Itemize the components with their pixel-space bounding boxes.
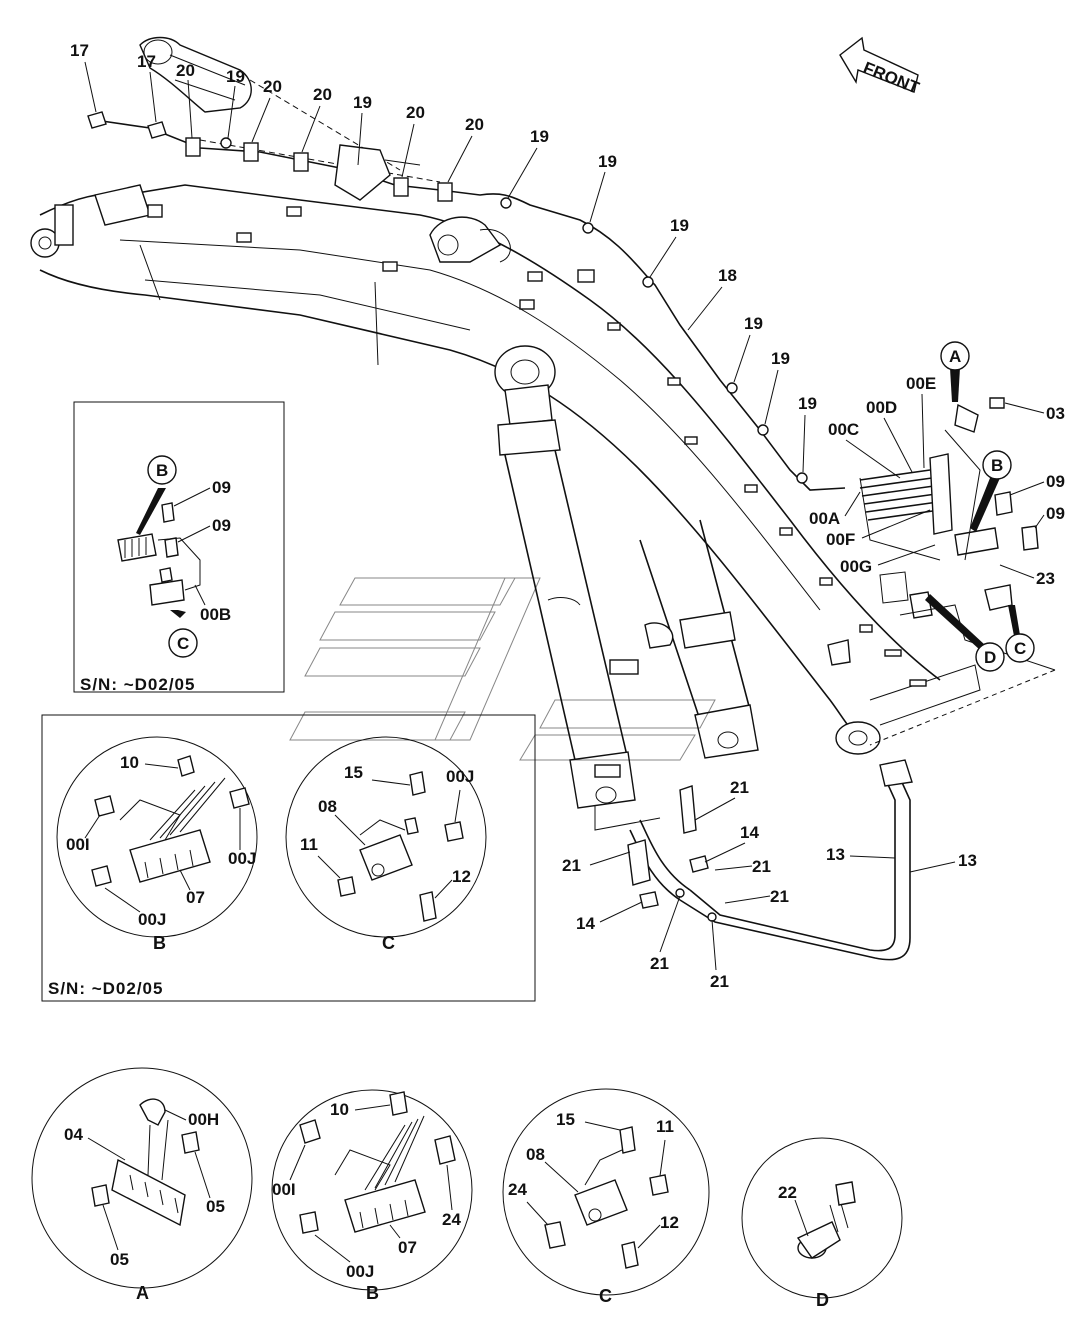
callout-19c: 19 (530, 127, 549, 146)
lower-hoses (594, 759, 913, 961)
insetB-label-07: 07 (186, 888, 205, 907)
insetC-label-08: 08 (318, 797, 337, 816)
callout-03: 03 (1046, 404, 1065, 423)
insetB-label-00i: 00I (66, 835, 90, 854)
callout-09b: 09 (1046, 504, 1065, 523)
detail-b: 10 00I 24 00J 07 B (271, 1089, 473, 1303)
detailB-label-10: 10 (330, 1100, 349, 1119)
detailD-label-22: 22 (778, 1183, 797, 1202)
inset1-serial: S/N: ~D02/05 (80, 675, 195, 694)
callout-21c: 21 (752, 857, 771, 876)
callout-20c: 20 (313, 85, 332, 104)
detailA-caption: A (136, 1283, 149, 1303)
watermark-logo (289, 577, 716, 761)
callout-21a: 21 (730, 778, 749, 797)
detail-c: 15 11 08 24 12 C (502, 1088, 710, 1306)
detailB-label-24: 24 (442, 1210, 461, 1229)
insetB-label-00j-right: 00J (228, 849, 256, 868)
callout-09a: 09 (1046, 472, 1065, 491)
insetC-caption: C (382, 933, 395, 953)
detailA-label-04: 04 (64, 1125, 83, 1144)
callout-00e: 00E (906, 374, 936, 393)
inset2-serial: S/N: ~D02/05 (48, 979, 163, 998)
detailB-label-07: 07 (398, 1238, 417, 1257)
detailA-label-00h: 00H (188, 1110, 219, 1129)
detailD-caption: D (816, 1290, 829, 1310)
callout-20d: 20 (406, 103, 425, 122)
callout-19g: 19 (771, 349, 790, 368)
manifold-assembly (859, 397, 1056, 746)
detail-a: 04 00H 05 05 A (31, 1067, 253, 1303)
inset1-letter-c: C (177, 634, 189, 653)
upper-pipe-run (87, 36, 846, 491)
inset-box-1: B C 09 09 00B S/N: ~D02/05 (73, 401, 285, 694)
callout-00c: 00C (828, 420, 859, 439)
callout-00f: 00F (826, 530, 855, 549)
callout-20a: 20 (176, 61, 195, 80)
insetC-label-11: 11 (300, 835, 318, 854)
inset-box-2: 10 00I 00J 07 00J B 15 00J 08 11 12 C S/… (41, 714, 536, 1002)
callout-19e: 19 (670, 216, 689, 235)
detailB-label-00j: 00J (346, 1262, 374, 1281)
callout-21f: 21 (710, 972, 729, 991)
callout-21d: 21 (770, 887, 789, 906)
detailC-caption: C (599, 1286, 612, 1306)
callout-13b: 13 (958, 851, 977, 870)
main-callouts: 17 17 20 19 20 20 19 20 20 19 19 19 18 1… (70, 41, 1065, 991)
insetC-label-00j: 00J (446, 767, 474, 786)
inset1-label-09b: 09 (212, 516, 231, 535)
callout-20b: 20 (263, 77, 282, 96)
callout-14a: 14 (740, 823, 759, 842)
callout-21b: 21 (562, 856, 581, 875)
inset1-label-09a: 09 (212, 478, 231, 497)
callout-19d: 19 (598, 152, 617, 171)
detailC-label-08: 08 (526, 1145, 545, 1164)
detailC-label-24: 24 (508, 1180, 527, 1199)
insetC-label-12: 12 (452, 867, 471, 886)
main-letter-markers: A B D C (925, 341, 1035, 672)
boom-cylinder (494, 345, 759, 809)
callout-19a: 19 (226, 67, 245, 86)
marker-b: B (991, 456, 1003, 475)
callout-19h: 19 (798, 394, 817, 413)
detailC-label-15: 15 (556, 1110, 575, 1129)
front-arrow: FRONT (839, 36, 922, 98)
insetB-label-10: 10 (120, 753, 139, 772)
detail-d: 22 D (741, 1137, 903, 1310)
detailB-caption: B (366, 1283, 379, 1303)
callout-23: 23 (1036, 569, 1055, 588)
insetB-caption: B (153, 933, 166, 953)
callout-19b: 19 (353, 93, 372, 112)
detailC-label-11: 11 (656, 1117, 674, 1136)
callout-00d: 00D (866, 398, 897, 417)
detailA-label-05-bottom: 05 (110, 1250, 129, 1269)
callout-21e: 21 (650, 954, 669, 973)
inset1-letter-b: B (156, 461, 168, 480)
marker-d: D (984, 648, 996, 667)
boom (30, 184, 981, 755)
callout-19f: 19 (744, 314, 763, 333)
callout-13a: 13 (826, 845, 845, 864)
detailC-label-12: 12 (660, 1213, 679, 1232)
insetB-label-00j-bottom: 00J (138, 910, 166, 929)
insetC-label-15: 15 (344, 763, 363, 782)
callout-14b: 14 (576, 914, 595, 933)
inset1-label-00b: 00B (200, 605, 231, 624)
marker-c: C (1014, 639, 1026, 658)
callout-20e: 20 (465, 115, 484, 134)
callout-00a: 00A (809, 509, 840, 528)
marker-a: A (949, 347, 961, 366)
callout-17a: 17 (70, 41, 89, 60)
callout-18: 18 (718, 266, 737, 285)
detailB-label-00i: 00I (272, 1180, 296, 1199)
detailA-label-05-right: 05 (206, 1197, 225, 1216)
callout-17b: 17 (137, 52, 156, 71)
callout-00g: 00G (840, 557, 872, 576)
